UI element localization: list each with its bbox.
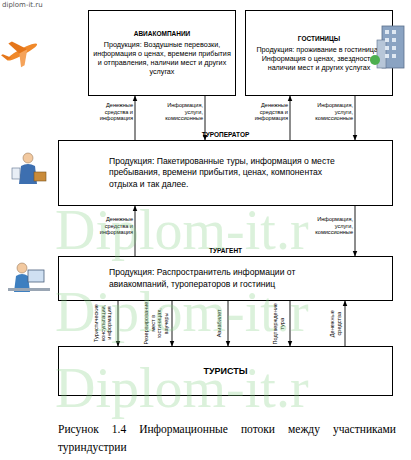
box-text: Продукция: Пакетированные туры, информац… [59, 156, 392, 190]
flow-label: Резервирование мест в гостиницах, ваучер… [143, 302, 170, 344]
flow-arrow [355, 206, 356, 256]
box-heading: ТУРАГЕНТ [59, 247, 392, 254]
flow-arrow [118, 301, 119, 346]
flow-arrow [135, 206, 136, 256]
touroperator-box: ТУРОПЕРАТОРПродукция: Пакетированные тур… [58, 140, 393, 206]
box-text: Продукция: проживание в гостиницах Инфор… [246, 45, 392, 72]
watermark: Diplom-it.r [55, 198, 309, 262]
flow-label: Информация, услуги, комиссионные [160, 102, 203, 122]
flow-label: Денежные средства и информация [245, 102, 288, 122]
travel-agent-box: ТУРАГЕНТПродукция: Распространитель инфо… [58, 256, 393, 301]
flow-label: Информация, услуги, комиссионные [310, 102, 353, 122]
flow-label: Денежные средства [329, 302, 342, 344]
box-text: ТУРИСТЫ [59, 366, 392, 376]
flow-arrow [345, 301, 346, 346]
site-label: diplom-it.ru [2, 1, 43, 9]
box-heading: АВИАКОМПАНИИ [89, 30, 235, 37]
box-heading: ГОСТИНИЦЫ [246, 35, 392, 42]
touroperator-icon [12, 153, 46, 184]
flow-label: Авиабилет [216, 302, 223, 344]
flow-label: Денежные средства и информация [90, 216, 133, 236]
tourists-box: ТУРИСТЫ [58, 346, 393, 396]
travel-agent-icon [8, 263, 50, 292]
airplane-icon [0, 32, 43, 73]
flow-label: Денежные средства и информация [90, 102, 133, 122]
flow-arrow [172, 301, 173, 346]
flow-arrow [290, 96, 291, 140]
flow-arrow [135, 96, 136, 140]
box-heading: ТУРОПЕРАТОР [59, 131, 392, 138]
flow-label: Подтверждение тура [272, 302, 285, 344]
flow-label: Информация, услуги, комиссионные [310, 216, 353, 236]
box-text: Продукция: Воздушные перевозки, информац… [89, 40, 235, 76]
airline-box: АВИАКОМПАНИИ Продукция: Воздушные перевоз… [88, 10, 236, 96]
flow-label: Туристические консультации, информация [93, 302, 113, 344]
flow-arrow [355, 96, 356, 140]
box-text: Продукция: Распространитель информации о… [59, 267, 392, 289]
flow-arrow [290, 301, 291, 346]
flow-arrow [228, 301, 229, 346]
hotel-box: ГОСТИНИЦЫ Продукция: проживание в гостини… [245, 10, 393, 96]
figure-caption: Рисунок 1.4 Информационные потоки между … [58, 420, 396, 457]
